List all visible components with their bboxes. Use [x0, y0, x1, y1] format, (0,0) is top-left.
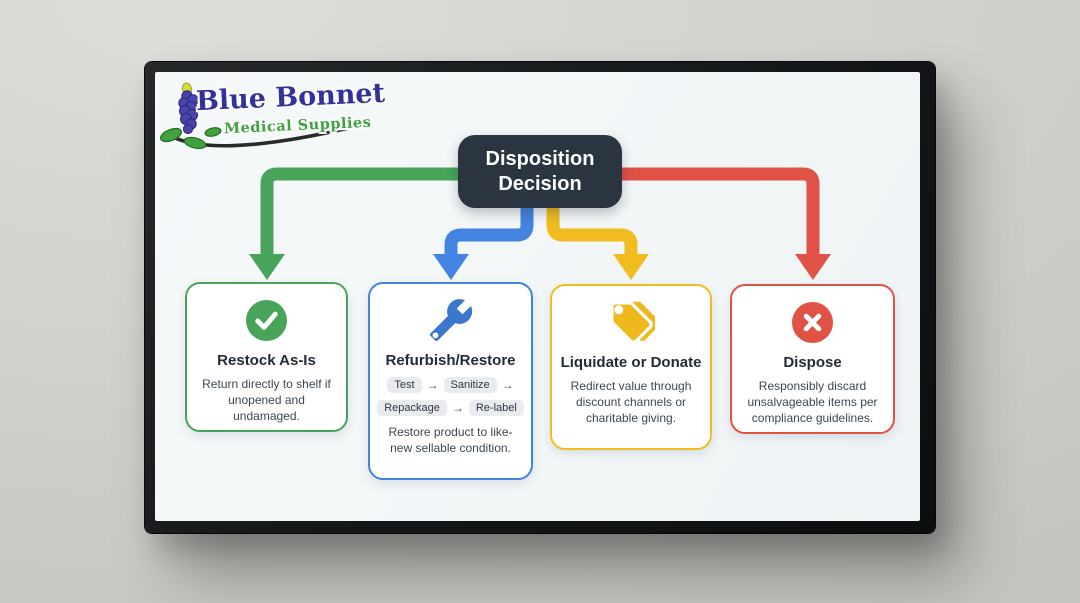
card-liquidate-or-donate: Liquidate or Donate Redirect value throu… — [550, 284, 712, 450]
tags-icon — [608, 299, 655, 345]
wrench-icon — [428, 297, 474, 343]
arrowhead-yellow — [613, 254, 649, 280]
bluebonnet-flower-icon — [160, 82, 355, 150]
arrow-green — [260, 167, 458, 256]
step-arrow: → — [451, 401, 464, 415]
arrowhead-blue — [433, 254, 469, 280]
step-pill: Re-label — [468, 400, 524, 416]
card-description: Redirect value through discount channels… — [570, 379, 692, 425]
card-refurbish-restore: Refurbish/Restore Test → Sanitize → Repa… — [368, 282, 533, 480]
card-dispose: Dispose Responsibly discard unsalvageabl… — [730, 284, 895, 434]
step-arrow: → — [426, 378, 439, 392]
decision-title-box: Disposition Decision — [458, 135, 622, 208]
company-logo: Blue Bonnet Medical Supplies — [160, 78, 386, 154]
card-description: Responsibly discard unsalvageable items … — [747, 379, 878, 425]
card-title: Refurbish/Restore — [385, 352, 516, 369]
x-circle-icon — [791, 299, 834, 345]
arrow-yellow — [546, 206, 638, 256]
tv-screen: Blue Bonnet Medical Supplies Disposition… — [155, 72, 920, 521]
step-pill: Sanitize — [443, 377, 497, 393]
check-circle-icon — [245, 297, 288, 343]
arrowhead-green — [249, 254, 285, 280]
card-title: Liquidate or Donate — [560, 354, 702, 371]
card-description: Return directly to shelf if unopened and… — [202, 377, 331, 423]
card-description: Restore product to like-new sellable con… — [388, 425, 513, 455]
step-pill: Test — [387, 377, 422, 393]
process-steps-row-1: Test → Sanitize → — [387, 377, 514, 393]
arrowhead-red — [795, 254, 831, 280]
arrow-blue — [444, 206, 534, 256]
card-title: Dispose — [783, 354, 842, 371]
arrow-red — [622, 167, 820, 256]
card-title: Restock As-Is — [217, 352, 316, 369]
step-pill: Repackage — [377, 400, 447, 416]
wall-mounted-tv: Blue Bonnet Medical Supplies Disposition… — [145, 62, 935, 533]
step-arrow: → — [501, 378, 514, 392]
card-restock-as-is: Restock As-Is Return directly to shelf i… — [185, 282, 348, 432]
flow-arrows — [249, 167, 831, 280]
process-steps-row-2: Repackage → Re-label — [377, 400, 524, 416]
